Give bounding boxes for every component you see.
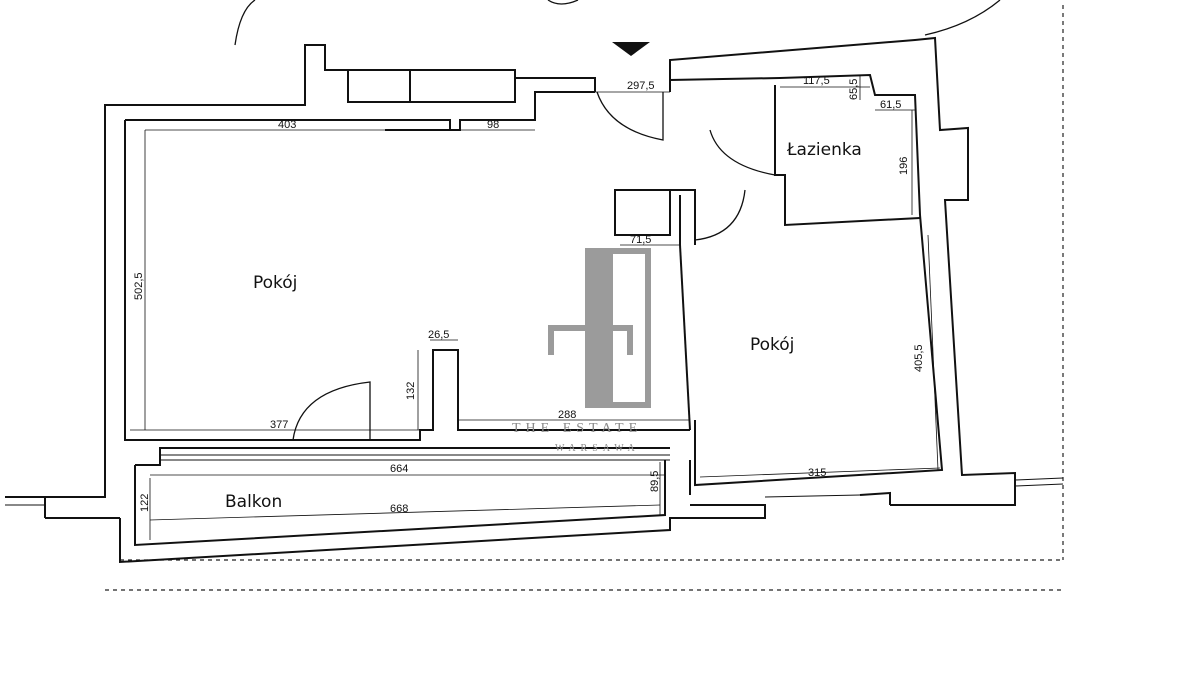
dim-132: 132: [405, 382, 417, 400]
dim-403: 403: [278, 119, 296, 131]
room-label-bedroom: Pokój: [750, 335, 794, 355]
watermark-line1: THE ESTATE: [512, 421, 642, 436]
dim-664: 664: [390, 463, 408, 475]
dim-65-5: 65,5: [848, 79, 860, 100]
plot-boundary: [105, 5, 1064, 591]
dim-117-5: 117,5: [803, 75, 830, 87]
exterior-walls: [5, 36, 1016, 564]
dimension-lines: [130, 75, 941, 540]
entrance-door: [596, 91, 664, 141]
dim-61-5: 61,5: [880, 99, 901, 111]
interior-walls: [124, 70, 944, 547]
watermark-logo: [548, 248, 651, 408]
dim-502-5: 502,5: [133, 272, 145, 300]
dim-297-5: 297,5: [627, 80, 655, 92]
top-door-arcs: [234, 0, 1001, 46]
dim-288: 288: [558, 409, 576, 421]
windows: [5, 454, 1064, 506]
dim-315: 315: [808, 467, 826, 479]
dim-89-5: 89,5: [649, 471, 661, 492]
dim-98: 98: [487, 119, 499, 131]
bedroom-door: [694, 189, 746, 241]
dim-26-5: 26,5: [428, 329, 449, 341]
bathroom-door: [709, 129, 776, 176]
balcony-door: [292, 381, 371, 441]
room-label-living: Pokój: [253, 273, 297, 293]
dim-405-5: 405,5: [913, 344, 925, 372]
room-label-bathroom: Łazienka: [786, 140, 862, 160]
dim-377: 377: [270, 419, 288, 431]
dim-196: 196: [898, 157, 910, 175]
doors: [292, 91, 776, 441]
dim-668: 668: [390, 503, 408, 515]
dim-122: 122: [139, 494, 151, 512]
watermark-line2: WARSAWA: [555, 443, 640, 454]
room-label-balcony: Balkon: [225, 492, 282, 512]
dim-71-5: 71,5: [630, 234, 651, 246]
entrance-arrow-icon: [612, 42, 650, 56]
